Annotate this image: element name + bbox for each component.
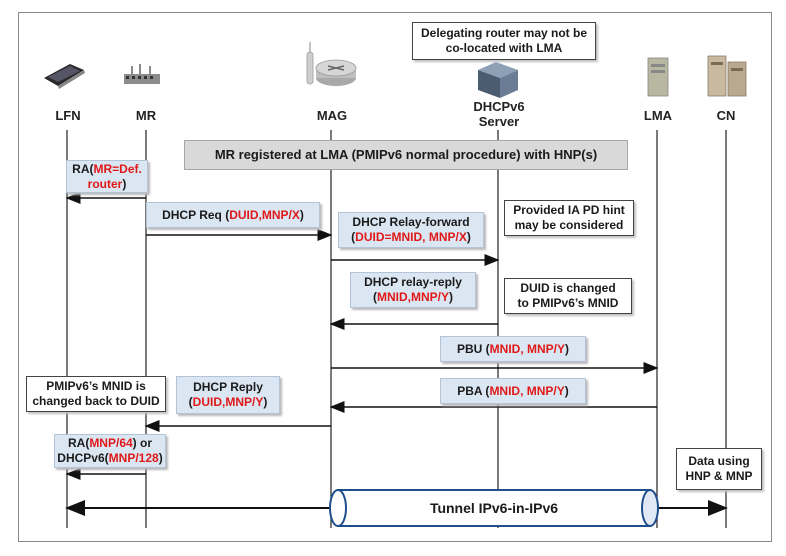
msg-relay-reply-text: DHCP relay-reply <box>364 275 462 289</box>
note-duid-changed: DUID is changed to PMIPv6’s MNID <box>504 278 632 314</box>
msg-relay-forward-red: DUID=MNID, MNP/X <box>355 230 467 244</box>
note-data-using: Data using HNP & MNP <box>676 448 762 490</box>
server-box-icon <box>478 62 518 98</box>
msg-dhcp-req-red: DUID,MNP/X <box>229 208 300 222</box>
laptop-icon <box>44 64 85 89</box>
note-ia-pd-hint: Provided IA PD hint may be considered <box>504 200 634 236</box>
node-label-cn: CN <box>716 108 736 123</box>
banner-mr-registered: MR registered at LMA (PMIPv6 normal proc… <box>184 140 628 170</box>
msg-ra-def-router: RA(MR=Def. router) <box>66 160 148 193</box>
msg-dhcpv6-close: ) <box>158 451 163 465</box>
msg-dhcp-reply: DHCP Reply (DUID,MNP/Y) <box>176 376 280 414</box>
note-delegating-line2: co-located with LMA <box>445 41 563 55</box>
note-data-using-line2: HNP & MNP <box>685 469 753 483</box>
msg-dhcp-reply-close: ) <box>263 395 268 409</box>
node-label-dhcp-line2: Server <box>478 114 520 129</box>
lma-server-icon <box>647 57 669 97</box>
note-mnid-back-line1: PMIPv6’s MNID is <box>46 379 146 393</box>
msg-pba-text: PBA ( <box>457 384 490 398</box>
node-label-lma: LMA <box>643 108 673 123</box>
node-label-dhcp: DHCPv6 Server <box>470 99 528 129</box>
msg-pba: PBA (MNID, MNP/Y) <box>440 378 586 404</box>
msg-ra-suffix: ) <box>122 177 127 191</box>
msg-dhcp-reply-red: DUID,MNP/Y <box>192 395 264 409</box>
note-delegating-router: Delegating router may not be co-located … <box>412 22 596 60</box>
msg-pbu-close: ) <box>565 342 569 356</box>
mag-router-icon <box>306 42 357 86</box>
msg-dhcp-reply-text: DHCP Reply <box>193 380 263 394</box>
note-duid-changed-line1: DUID is changed <box>520 281 616 295</box>
tunnel-label: Tunnel IPv6-in-IPv6 <box>429 500 559 516</box>
msg-dhcp-req-text: DHCP Req ( <box>162 208 230 222</box>
node-label-dhcp-line1: DHCPv6 <box>473 99 525 114</box>
note-ia-pd-line1: Provided IA PD hint <box>513 203 625 217</box>
msg-pba-red: MNID, MNP/Y <box>489 384 565 398</box>
note-data-using-line1: Data using <box>688 454 750 468</box>
msg-ra-red2: router <box>87 177 123 191</box>
msg-relay-reply: DHCP relay-reply (MNID,MNP/Y) <box>350 272 476 308</box>
msg-ra-dhcpv6: RA(MNP/64) or DHCPv6(MNP/128) <box>54 434 166 468</box>
msg-pbu-text: PBU ( <box>456 342 490 356</box>
msg-pba-close: ) <box>564 384 569 398</box>
note-mnid-back-line2: changed back to DUID <box>32 394 160 408</box>
msg-dhcp-req-close: ) <box>299 208 304 222</box>
msg-dhcpv6-red: MNP/128 <box>108 451 159 465</box>
msg-ra-prefix: RA( <box>72 162 94 176</box>
msg-relay-reply-close: ) <box>449 290 453 304</box>
cn-server-icon <box>707 55 747 97</box>
msg-relay-reply-red: MNID,MNP/Y <box>377 290 449 304</box>
router-device-icon <box>124 64 160 84</box>
msg-pbu: PBU (MNID, MNP/Y) <box>440 336 586 362</box>
node-label-mag: MAG <box>316 108 348 123</box>
msg-relay-forward-text: DHCP Relay-forward <box>352 215 470 229</box>
msg-ra-red1: MR=Def. <box>93 162 142 176</box>
msg-dhcp-req: DHCP Req (DUID,MNP/X) <box>146 202 320 228</box>
msg-ra2-red: MNP/64 <box>89 436 133 450</box>
msg-relay-forward: DHCP Relay-forward (DUID=MNID, MNP/X) <box>338 212 484 248</box>
msg-relay-forward-close: ) <box>466 230 471 244</box>
msg-dhcpv6-prefix: DHCPv6( <box>57 451 109 465</box>
msg-ra2-suffix: ) or <box>132 436 153 450</box>
note-ia-pd-line2: may be considered <box>514 218 624 232</box>
msg-pbu-red: MNID, MNP/Y <box>489 342 565 356</box>
note-mnid-back: PMIPv6’s MNID is changed back to DUID <box>26 376 166 412</box>
node-label-mr: MR <box>135 108 157 123</box>
msg-ra2-prefix: RA( <box>67 436 90 450</box>
node-label-lfn: LFN <box>55 108 81 123</box>
note-delegating-line1: Delegating router may not be <box>420 26 588 40</box>
tunnel-pipe <box>329 489 659 527</box>
note-duid-changed-line2: to PMIPv6’s MNID <box>517 296 619 310</box>
